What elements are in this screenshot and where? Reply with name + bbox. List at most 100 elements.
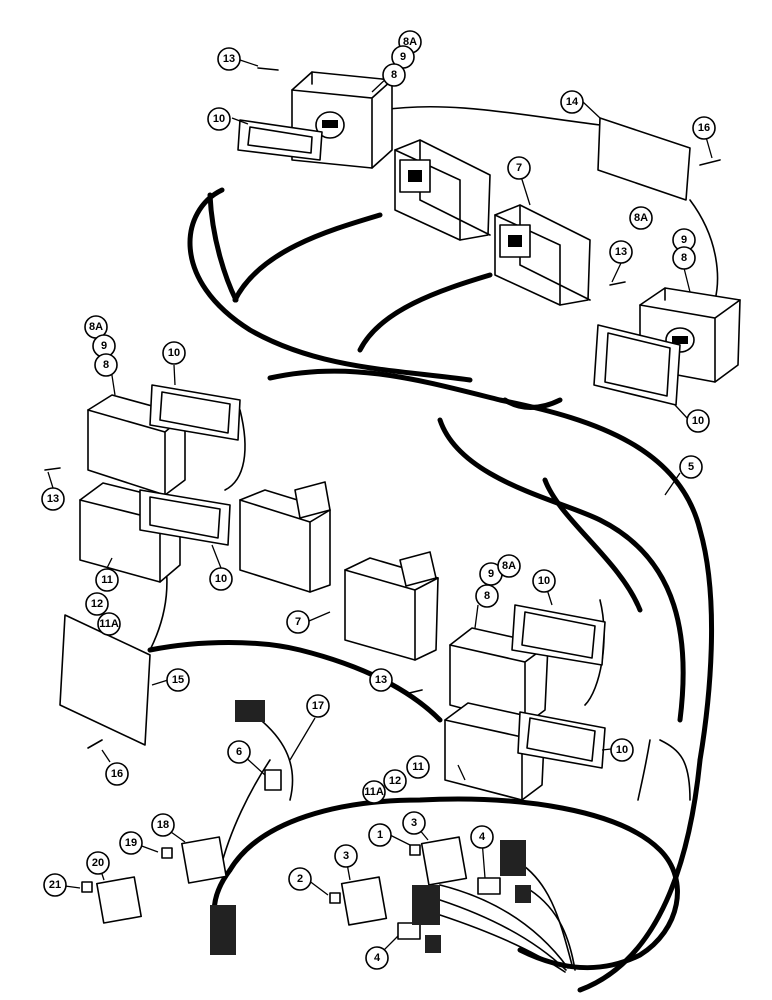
gasket-top — [237, 119, 323, 161]
svg-text:13: 13 — [375, 674, 387, 686]
callout-7-middle: 7 — [286, 610, 310, 634]
callout-10-right: 10 — [686, 409, 710, 433]
svg-text:3: 3 — [411, 817, 417, 829]
callout-8-lower: 8 — [475, 584, 499, 608]
work-light-top-left — [394, 139, 491, 241]
svg-text:18: 18 — [157, 819, 169, 831]
gasket-left-lower — [139, 489, 231, 546]
work-light-top-right — [494, 204, 591, 306]
callout-1: 1 — [368, 823, 392, 847]
callout-11A-left: 11A — [97, 612, 121, 636]
svg-text:5: 5 — [688, 461, 694, 473]
callout-8A-right: 8A — [629, 206, 653, 230]
callout-14: 14 — [560, 90, 584, 114]
svg-text:10: 10 — [538, 575, 550, 587]
svg-text:2: 2 — [297, 873, 303, 885]
callout-10-lower-right: 10 — [532, 569, 556, 593]
callout-21: 21 — [43, 873, 67, 897]
svg-text:11A: 11A — [364, 786, 384, 798]
callout-16-top: 16 — [692, 116, 716, 140]
svg-text:4: 4 — [479, 831, 486, 843]
svg-text:19: 19 — [125, 837, 137, 849]
svg-text:13: 13 — [223, 53, 235, 65]
work-light-middle-right — [344, 551, 439, 661]
svg-text:9: 9 — [101, 340, 107, 352]
callout-12-lower: 12 — [383, 769, 407, 793]
callout-6: 6 — [227, 740, 251, 764]
svg-text:9: 9 — [488, 568, 494, 580]
svg-text:11A: 11A — [99, 618, 119, 630]
svg-text:12: 12 — [389, 775, 401, 787]
svg-text:8: 8 — [681, 252, 687, 264]
cover-plate-left — [59, 614, 151, 746]
callout-13-left: 13 — [41, 487, 65, 511]
callout-12-left: 12 — [85, 592, 109, 616]
callout-10-top: 10 — [207, 107, 231, 131]
svg-text:8: 8 — [484, 590, 490, 602]
callout-10-lower: 10 — [610, 738, 634, 762]
callout-4-lower: 4 — [365, 946, 389, 970]
svg-text:11: 11 — [412, 761, 424, 773]
svg-text:7: 7 — [516, 162, 522, 174]
callout-11-lower: 11 — [406, 755, 430, 779]
svg-text:8A: 8A — [634, 212, 648, 224]
callout-17: 17 — [306, 694, 330, 718]
gasket-lower-right-upper — [511, 604, 606, 666]
svg-text:10: 10 — [616, 744, 628, 756]
callout-13-right: 13 — [609, 240, 633, 264]
gasket-right — [593, 324, 681, 406]
svg-text:8A: 8A — [502, 560, 516, 572]
callout-10-left-top: 10 — [162, 341, 186, 365]
svg-text:10: 10 — [215, 573, 227, 585]
callout-11A-lower: 11A — [362, 780, 386, 804]
callout-13-top: 13 — [217, 47, 241, 71]
svg-text:6: 6 — [236, 746, 242, 758]
callout-8A-left: 8A — [84, 315, 108, 339]
svg-text:7: 7 — [295, 616, 301, 628]
callout-7-top: 7 — [507, 156, 531, 180]
svg-text:15: 15 — [172, 674, 184, 686]
gasket-lower-right-lower — [517, 711, 606, 769]
cover-plate-top — [597, 117, 691, 201]
callout-15: 15 — [166, 668, 190, 692]
svg-text:14: 14 — [566, 96, 579, 108]
svg-text:13: 13 — [615, 246, 627, 258]
svg-text:1: 1 — [377, 829, 383, 841]
svg-text:12: 12 — [91, 598, 103, 610]
callout-8A-lower: 8A — [497, 554, 521, 578]
svg-text:3: 3 — [343, 850, 349, 862]
callout-2: 2 — [288, 867, 312, 891]
svg-text:10: 10 — [168, 347, 180, 359]
callout-20: 20 — [86, 851, 110, 875]
svg-text:9: 9 — [681, 234, 687, 246]
callout-9-right: 9 — [672, 228, 696, 252]
callout-3-upper: 3 — [402, 811, 426, 835]
callout-16-lower: 16 — [105, 762, 129, 786]
callout-5: 5 — [679, 455, 703, 479]
svg-text:8: 8 — [103, 359, 109, 371]
svg-text:16: 16 — [698, 122, 710, 134]
callout-9-top: 9 — [391, 45, 415, 69]
svg-text:11: 11 — [101, 574, 113, 586]
bolts — [44, 67, 721, 749]
callout-13-lower: 13 — [369, 668, 393, 692]
svg-text:10: 10 — [213, 113, 225, 125]
callout-8-top: 8 — [382, 63, 406, 87]
wiring-harness — [147, 187, 715, 993]
svg-text:21: 21 — [49, 879, 61, 891]
svg-text:13: 13 — [47, 493, 59, 505]
connectors — [210, 700, 282, 955]
work-light-middle-left — [239, 481, 331, 593]
svg-text:8A: 8A — [403, 36, 417, 48]
svg-text:8: 8 — [391, 69, 397, 81]
callout-19: 19 — [119, 831, 143, 855]
callout-11-left: 11 — [95, 568, 119, 592]
svg-text:8A: 8A — [89, 321, 103, 333]
svg-text:10: 10 — [692, 415, 704, 427]
callout-8-left: 8 — [94, 353, 118, 377]
callout-10-left-mid: 10 — [209, 567, 233, 591]
callout-8-right: 8 — [672, 246, 696, 270]
svg-text:20: 20 — [92, 857, 104, 869]
